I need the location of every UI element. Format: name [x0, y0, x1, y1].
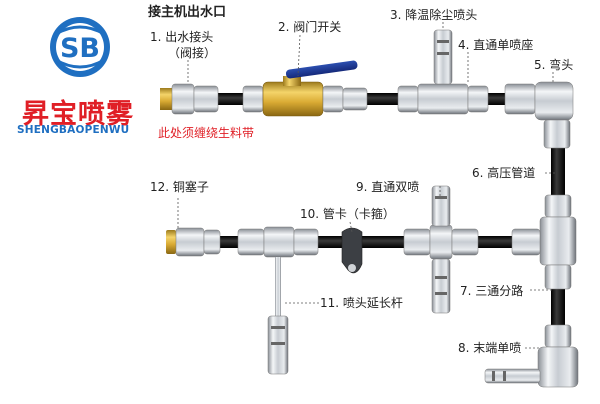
cooling-nozzle [433, 29, 453, 85]
end-single-nozzle [484, 324, 579, 388]
brass-plug [166, 227, 221, 257]
diagram-title: 接主机出水口 [148, 5, 227, 20]
brand-name-en: SHENGBAOPENWU [17, 124, 130, 136]
label-part-6: 6. 高压管道 [472, 166, 536, 180]
label-part-10: 10. 管卡（卡箍） [300, 207, 395, 221]
label-part-8: 8. 末端单喷 [458, 341, 522, 355]
label-part-2: 2. 阀门开关 [278, 20, 342, 34]
outlet-connector [160, 83, 219, 115]
label-part-4: 4. 直通单喷座 [458, 38, 534, 52]
label-part-11: 11. 喷头延长杆 [320, 296, 403, 310]
straight-single-seat [397, 29, 489, 115]
right-tee [511, 194, 577, 290]
label-part-12: 12. 铜塞子 [150, 180, 209, 194]
pipe-middle [175, 236, 555, 248]
label-part-3: 3. 降温除尘喷头 [390, 8, 478, 22]
label-part-9: 9. 直通双喷 [356, 180, 420, 194]
label-part-7: 7. 三通分路 [460, 284, 524, 298]
brand-logo: SB [50, 17, 110, 77]
sealing-tape-note: 此处须缠绕生料带 [158, 126, 255, 140]
straight-double-nozzle [403, 185, 479, 314]
elbow-fitting [504, 81, 574, 149]
extension-rod-assembly [237, 226, 319, 375]
valve-handle [285, 60, 358, 79]
logo-letters: SB [60, 33, 100, 64]
label-part-1: 1. 出水接头 [150, 30, 214, 44]
brand-name-cn: 昇宝喷雾 [22, 99, 134, 130]
pipe-clamp [341, 227, 363, 274]
leader-lines [177, 22, 556, 349]
ball-valve [242, 60, 368, 117]
label-part-1-sub: （阀接） [168, 46, 217, 60]
label-part-5: 5. 弯头 [534, 58, 574, 72]
